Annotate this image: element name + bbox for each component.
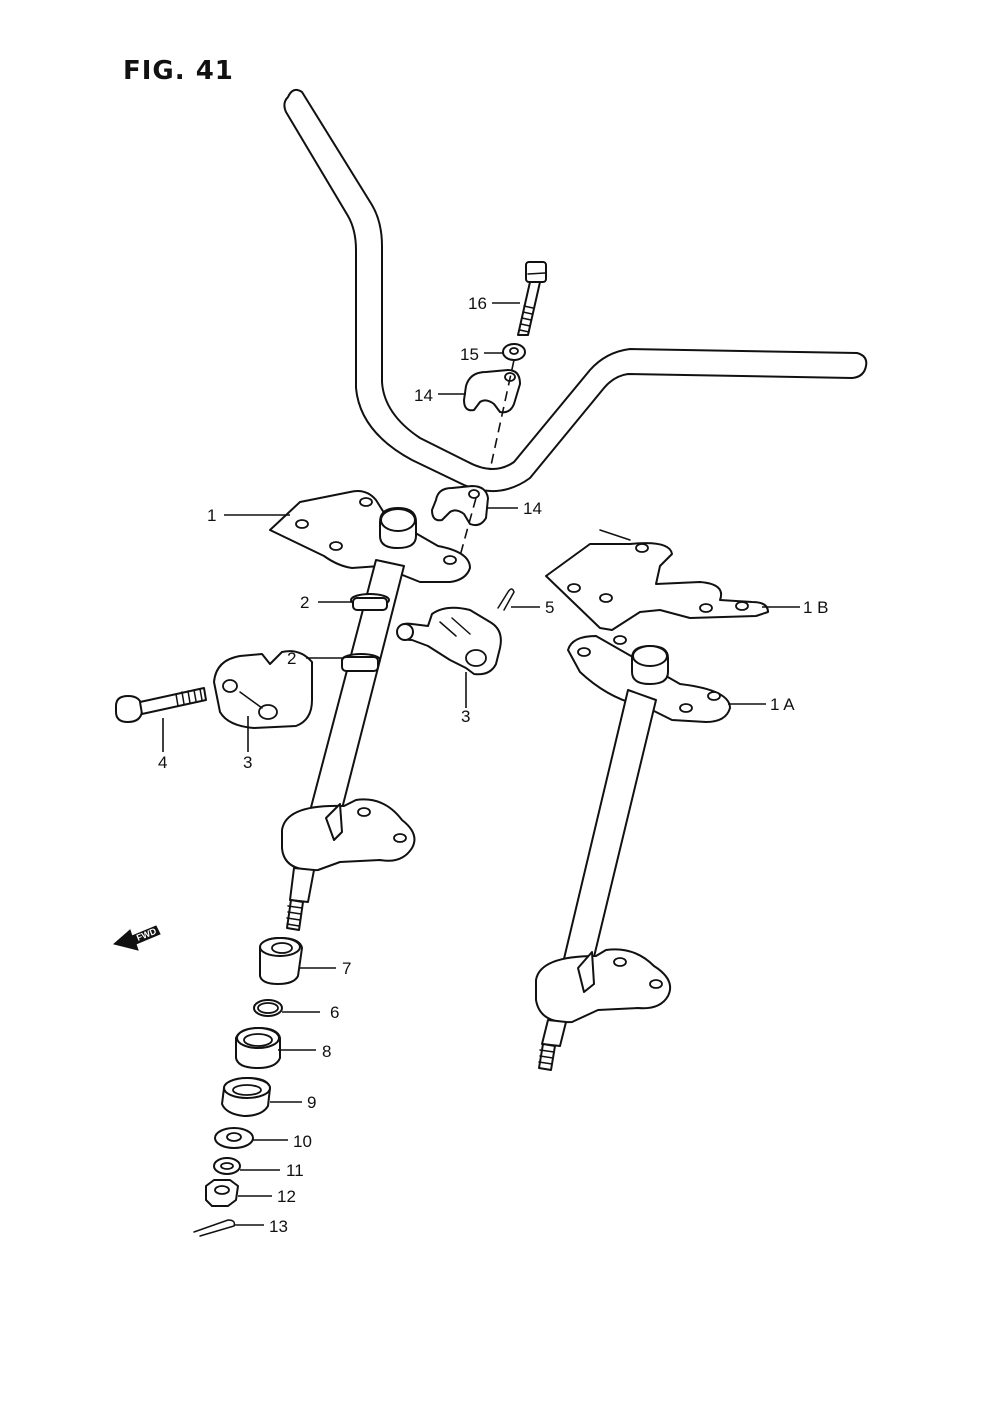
bearing-8 bbox=[235, 1027, 281, 1069]
bolt-4 bbox=[115, 687, 207, 723]
callout-14-lower: 14 bbox=[523, 499, 542, 518]
callout-12: 12 bbox=[277, 1187, 296, 1206]
figure-title: FIG. 41 bbox=[123, 56, 234, 86]
callout-10: 10 bbox=[293, 1132, 312, 1151]
callout-1a: 1 A bbox=[770, 695, 795, 714]
callout-3-right: 3 bbox=[461, 707, 470, 726]
leader-lines bbox=[162, 302, 800, 1226]
lower-holder-right bbox=[396, 606, 502, 676]
steering-shaft-1a bbox=[535, 635, 731, 1071]
callout-labels: 1 1 A 1 B 2 2 3 3 4 5 6 7 8 9 10 11 12 1… bbox=[158, 294, 829, 1236]
bracket-1b bbox=[545, 529, 769, 631]
handlebar bbox=[283, 88, 868, 493]
callout-1b: 1 B bbox=[803, 598, 829, 617]
nut-12 bbox=[205, 1179, 239, 1207]
callout-14-upper: 14 bbox=[414, 386, 433, 405]
steering-shaft bbox=[281, 559, 416, 931]
assembly-line bbox=[459, 359, 515, 557]
washer-10 bbox=[214, 1127, 254, 1149]
fwd-label: FWD bbox=[135, 926, 158, 943]
callout-3-left: 3 bbox=[243, 753, 252, 772]
handlebar-clamp-bolt bbox=[517, 261, 547, 336]
cotter-pin-13 bbox=[193, 1219, 236, 1237]
callout-4: 4 bbox=[158, 753, 167, 772]
washer-15 bbox=[502, 343, 526, 361]
callout-15: 15 bbox=[460, 345, 479, 364]
callout-7: 7 bbox=[342, 959, 351, 978]
forward-arrow-icon: FWD bbox=[112, 925, 161, 951]
callout-13: 13 bbox=[269, 1217, 288, 1236]
callout-2-upper: 2 bbox=[300, 593, 309, 612]
callout-9: 9 bbox=[307, 1093, 316, 1112]
callout-2-lower: 2 bbox=[287, 649, 296, 668]
bearing-9 bbox=[221, 1077, 271, 1117]
washer-11 bbox=[213, 1157, 241, 1175]
bushing-7 bbox=[259, 937, 303, 985]
cotter-pin-5 bbox=[497, 588, 515, 611]
callout-11: 11 bbox=[286, 1161, 304, 1180]
lower-handlebar-holder bbox=[431, 485, 489, 527]
upper-handlebar-holder bbox=[463, 369, 521, 414]
callout-5: 5 bbox=[545, 598, 554, 617]
callout-16: 16 bbox=[468, 294, 487, 313]
lower-holder-left bbox=[213, 650, 313, 729]
o-ring-6 bbox=[253, 999, 283, 1017]
callout-1: 1 bbox=[207, 506, 216, 525]
callout-6: 6 bbox=[330, 1003, 339, 1022]
callout-8: 8 bbox=[322, 1042, 331, 1061]
upper-bracket bbox=[269, 490, 471, 583]
